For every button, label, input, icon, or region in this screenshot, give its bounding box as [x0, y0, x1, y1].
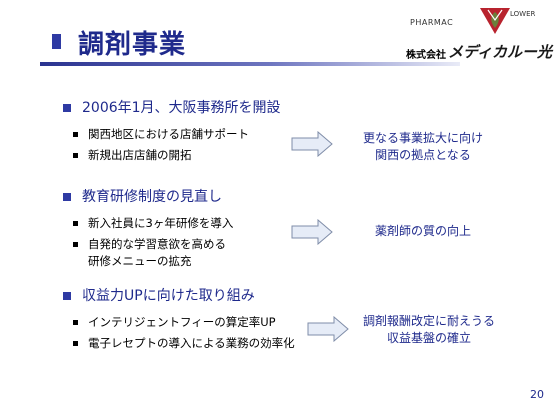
right-arrow-icon: [291, 131, 333, 157]
item-bullet: [73, 153, 78, 158]
item-bullet: [73, 341, 78, 346]
result-line: 収益基盤の確立: [386, 331, 471, 345]
list-item: 自発的な学習意欲を高める: [88, 237, 226, 251]
result-line: 薬剤師の質の向上: [374, 224, 471, 238]
section-heading-profitability: 収益力UPに向けた取り組み: [82, 288, 255, 304]
result-line: 更なる事業拡大に向け: [362, 131, 483, 145]
logo-company-prefix: 株式会社: [406, 50, 446, 61]
list-item: 電子レセプトの導入による業務の効率化: [88, 336, 295, 350]
result-text-expansion: 更なる事業拡大に向け 関西の拠点となる: [348, 130, 498, 164]
logo-brand-name: メディカルー光: [448, 43, 552, 61]
title-underline: [40, 62, 460, 66]
result-text-pharmacist-quality: 薬剤師の質の向上: [348, 223, 498, 240]
list-item: インテリジェントフィーの算定率UP: [88, 315, 276, 329]
item-bullet: [73, 221, 78, 226]
item-bullet: [73, 320, 78, 325]
section-heading-osaka-office: 2006年1月、大阪事務所を開設: [82, 100, 281, 116]
flower-logo-icon: [480, 8, 510, 34]
right-arrow-icon: [307, 316, 349, 342]
section-bullet: [63, 193, 71, 201]
section-heading-training: 教育研修制度の見直し: [82, 189, 222, 205]
list-item-continuation: 研修メニューの拡充: [88, 254, 192, 268]
item-bullet: [73, 242, 78, 247]
page-number: 20: [530, 388, 544, 401]
result-text-revenue-base: 調剤報酬改定に耐えうる 収益基盤の確立: [354, 313, 504, 347]
item-bullet: [73, 132, 78, 137]
result-line: 関西の拠点となる: [375, 148, 471, 162]
page-title: 調剤事業: [78, 30, 187, 60]
list-item: 関西地区における店舗サポート: [88, 127, 249, 141]
logo-flower-text: LOWER: [510, 10, 536, 18]
title-bullet: [52, 34, 61, 49]
result-line: 調剤報酬改定に耐えうる: [362, 314, 495, 328]
list-item: 新規出店店舗の開拓: [88, 148, 192, 162]
logo-pharmac-text: PHARMAC: [410, 18, 454, 27]
list-item: 新入社員に3ヶ年研修を導入: [88, 216, 234, 230]
section-bullet: [63, 292, 71, 300]
section-bullet: [63, 104, 71, 112]
right-arrow-icon: [291, 219, 333, 245]
